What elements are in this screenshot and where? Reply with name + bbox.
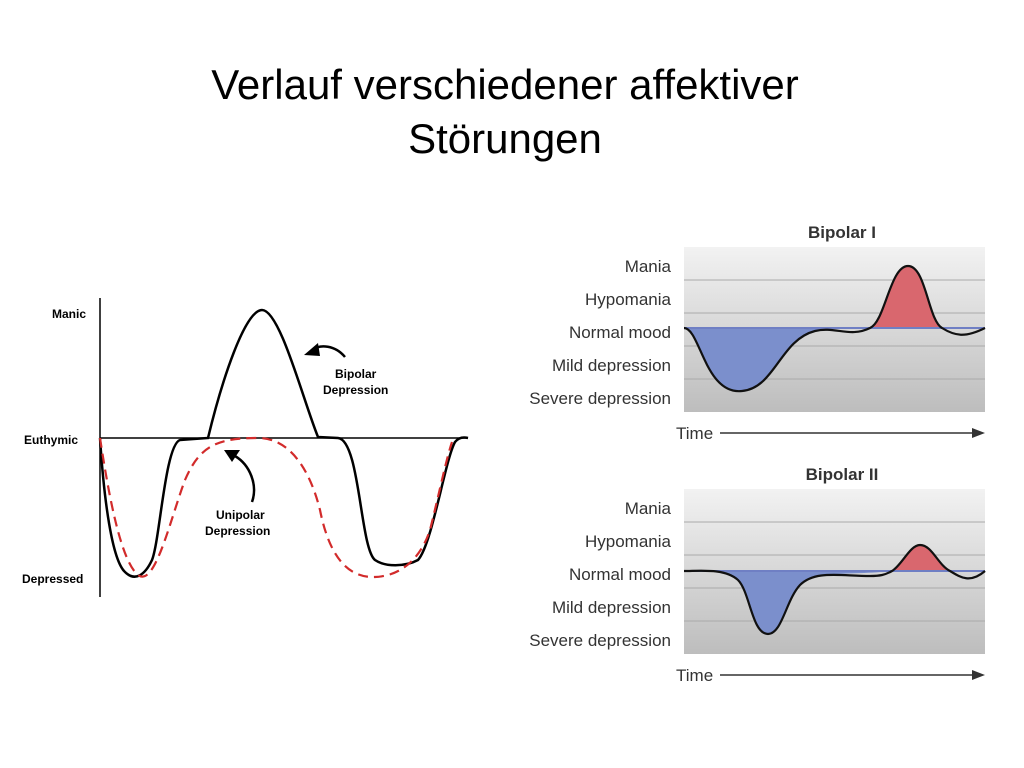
bipolar-one-mood-curve — [683, 264, 986, 393]
bipolar-one-title: Bipolar I — [808, 223, 876, 242]
bipolar-one-level-severe: Severe depression — [529, 389, 671, 408]
bipolar-arrowhead-icon — [304, 343, 320, 356]
bipolar-two-title: Bipolar II — [806, 465, 879, 484]
annotation-bipolar-line2: Depression — [323, 383, 388, 397]
slide-title-line-2: Störungen — [408, 115, 602, 162]
unipolar-arrow-icon — [234, 454, 256, 503]
bipolar-two-time-label: Time — [676, 666, 713, 685]
bipolar-one-time-arrowhead-icon — [972, 428, 985, 438]
bipolar-two-level-mania: Mania — [625, 499, 672, 518]
bipolar-one-time-label: Time — [676, 424, 713, 443]
unipolar-arrowhead-icon — [224, 450, 240, 462]
axis-label-euthymic: Euthymic — [24, 433, 78, 447]
annotation-unipolar-line2: Depression — [205, 524, 270, 538]
bipolar-two-level-severe: Severe depression — [529, 631, 671, 650]
unipolar-course-curve — [98, 436, 454, 579]
annotation-unipolar-line1: Unipolar — [216, 508, 265, 522]
bipolar-one-mania-area — [870, 266, 942, 328]
bipolar-one-panel: Bipolar I Mania Hypomania Normal mood Mi… — [529, 223, 986, 443]
axis-label-manic: Manic — [52, 307, 86, 321]
bipolar-one-level-normal: Normal mood — [569, 323, 671, 342]
bipolar-one-level-mania: Mania — [625, 257, 672, 276]
bipolar-two-level-mild: Mild depression — [552, 598, 671, 617]
bipolar-one-depression-area — [684, 327, 870, 392]
bipolar-two-depression-area — [684, 570, 892, 634]
bipolar-two-panel: Bipolar II Mania Hypomania Normal mood M… — [529, 465, 986, 685]
bipolar-one-level-mild: Mild depression — [552, 356, 671, 375]
slide-title: Verlauf verschiedener affektiver Störung… — [0, 58, 1010, 166]
bipolar-two-level-normal: Normal mood — [569, 565, 671, 584]
axis-label-depressed: Depressed — [22, 572, 83, 586]
bipolar-two-hypomania-area — [892, 545, 950, 571]
bipolar-two-level-hypomania: Hypomania — [585, 532, 672, 551]
slide-title-line-1: Verlauf verschiedener affektiver — [211, 61, 799, 108]
bipolar-two-time-arrowhead-icon — [972, 670, 985, 680]
bipolar-one-level-hypomania: Hypomania — [585, 290, 672, 309]
annotation-bipolar-line1: Bipolar — [335, 367, 377, 381]
bipolar-two-mood-curve — [683, 543, 986, 636]
